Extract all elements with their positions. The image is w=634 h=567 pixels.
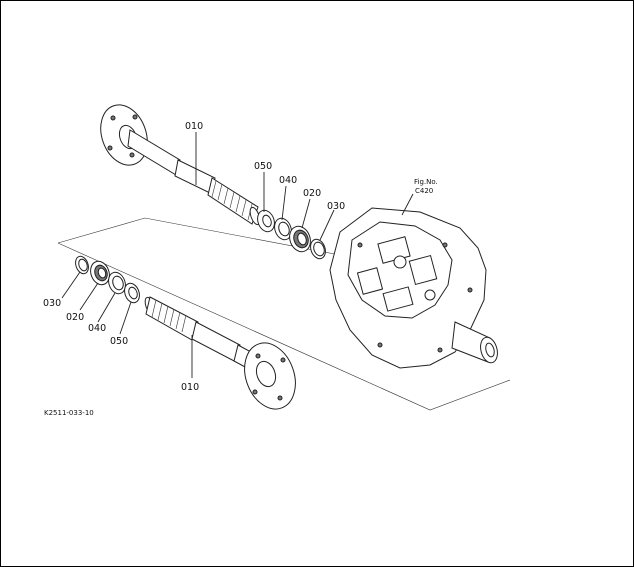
callout-upper-collar: 040: [279, 175, 297, 186]
transmission-case: [329, 207, 498, 369]
lower-ball-bearing: [90, 260, 110, 286]
callout-upper-shaft: 010: [185, 121, 203, 132]
drawing-code: K2511-033-10: [44, 409, 94, 417]
upper-collar: [274, 217, 292, 241]
upper-circlip: [310, 238, 326, 260]
upper-ball-bearing: [289, 225, 311, 253]
lower-collar: [108, 271, 126, 295]
upper-oil-seal: [257, 209, 275, 233]
fig-no-label: Fig.No.: [414, 178, 438, 186]
callout-lower-seal: 050: [110, 336, 128, 347]
assembly-plane-outline: [57, 217, 511, 411]
leader-lines: [61, 132, 414, 378]
fig-no-value: C420: [415, 187, 433, 195]
lower-axle-shaft: [144, 296, 296, 410]
callout-upper-circlip: 030: [327, 201, 345, 212]
callout-lower-collar: 040: [88, 323, 106, 334]
callout-lower-bearing: 020: [66, 312, 84, 323]
callout-labels: 010 050 040 020 030 030 020 040 050 010 …: [43, 121, 438, 417]
callout-lower-circlip: 030: [43, 298, 61, 309]
callout-upper-bearing: 020: [303, 188, 321, 199]
callout-lower-shaft: 010: [181, 382, 199, 393]
callout-upper-seal: 050: [254, 161, 272, 172]
lower-circlip: [75, 255, 89, 275]
lower-oil-seal: [124, 282, 140, 304]
upper-axle-shaft: [100, 104, 261, 226]
